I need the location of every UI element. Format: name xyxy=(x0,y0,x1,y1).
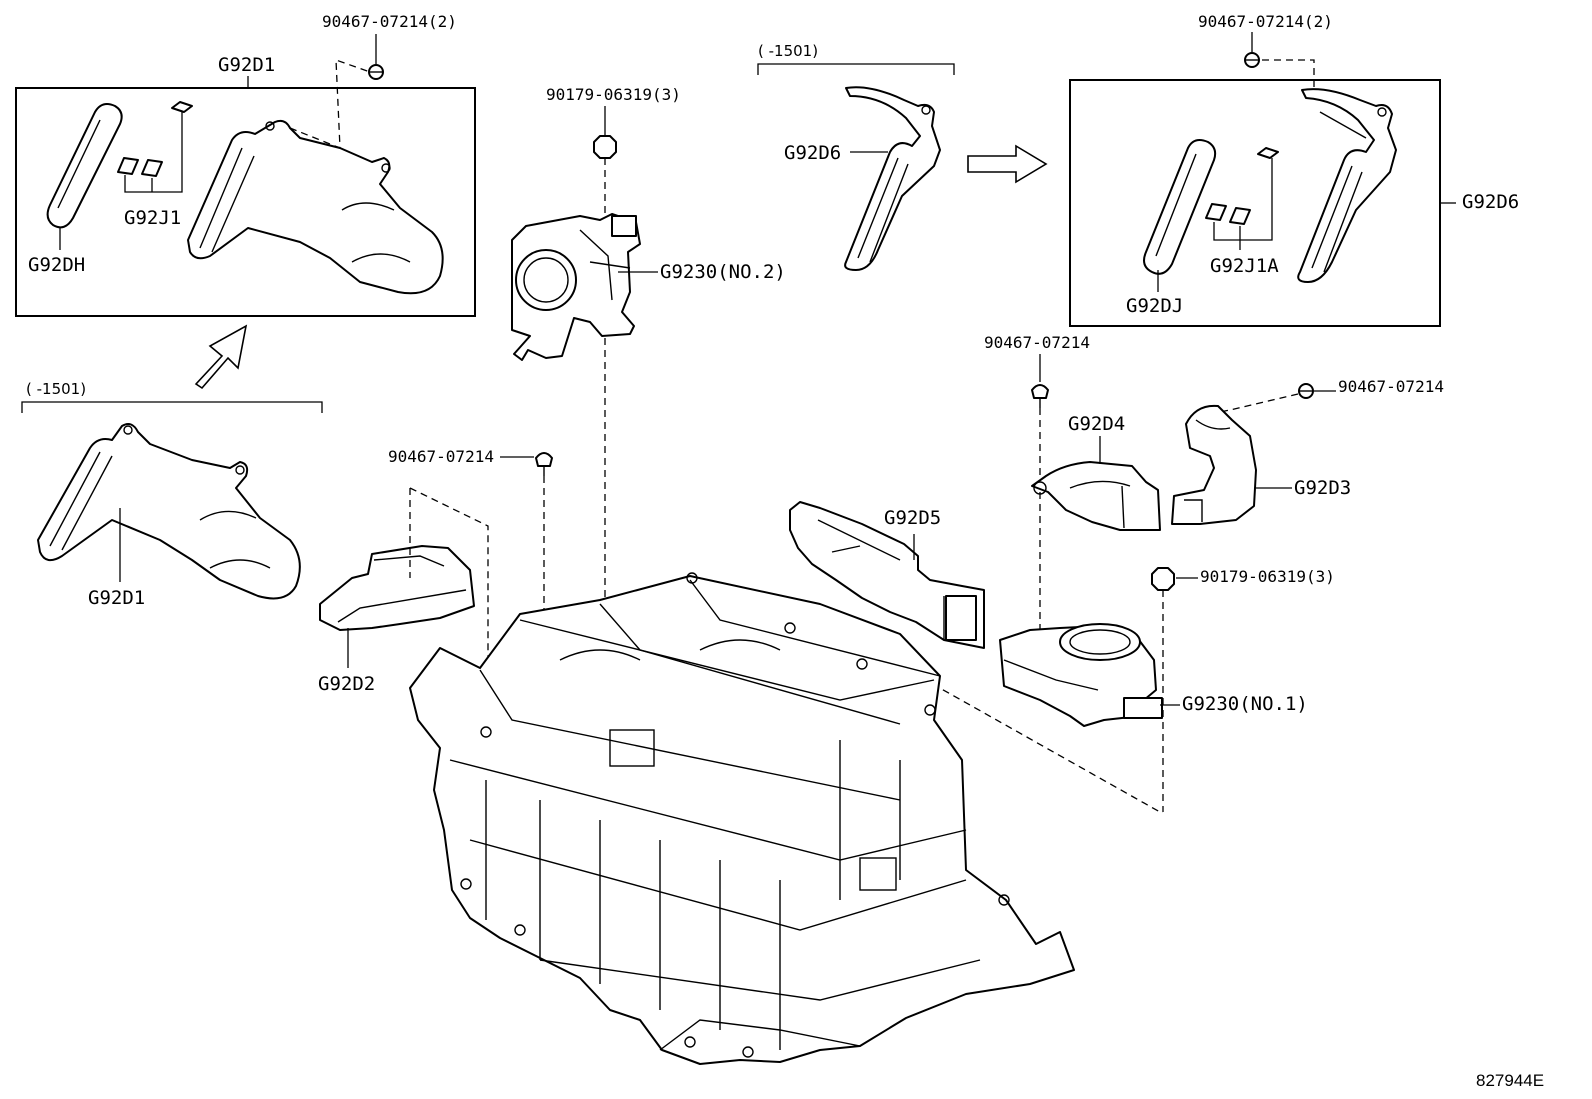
g92dh-pad-part xyxy=(46,103,123,229)
g9230-no1-blower-part xyxy=(999,623,1163,727)
label-range-top-center: ( -1501) xyxy=(758,42,818,60)
battery-frame-part xyxy=(409,572,1075,1065)
label-g92dh: G92DH xyxy=(28,254,85,276)
label-g92d6-right: G92D6 xyxy=(1462,191,1519,213)
arrow-up-icon xyxy=(194,324,248,390)
bolt-90467-mid-right-icon xyxy=(1031,384,1049,408)
g92d6-duct-part-left xyxy=(844,86,941,271)
label-g92d5: G92D5 xyxy=(884,507,941,529)
bolt-90467-top-right-icon xyxy=(1244,52,1260,68)
nut-90179-top-center-icon xyxy=(593,135,617,159)
label-nut-top-center: 90179-06319(3) xyxy=(546,85,681,104)
bolt-90467-far-right-icon xyxy=(1298,383,1314,399)
g92j1-tape-part xyxy=(117,101,193,193)
label-nut-right: 90179-06319(3) xyxy=(1200,567,1335,586)
g92d6-duct-part-right xyxy=(1297,88,1397,283)
label-g92d4: G92D4 xyxy=(1068,413,1125,435)
g92d1-detail-box xyxy=(15,87,476,317)
g92d5-duct-part xyxy=(789,501,985,649)
g92d4-duct-part xyxy=(1031,461,1161,531)
label-g9230-no1: G9230(NO.1) xyxy=(1182,693,1308,715)
label-bolt-top-left: 90467-07214(2) xyxy=(322,12,457,31)
bolt-90467-center-icon xyxy=(535,452,553,476)
arrow-right-icon xyxy=(967,144,1048,184)
g92d1-duct-part-boxed xyxy=(187,119,444,295)
label-g92j1a: G92J1A xyxy=(1210,255,1279,277)
label-g92d2: G92D2 xyxy=(318,673,375,695)
label-bolt-mid-right: 90467-07214 xyxy=(984,333,1090,352)
label-g92d1-lower: G92D1 xyxy=(88,587,145,609)
label-g92dj: G92DJ xyxy=(1126,295,1183,317)
label-range-left: ( -1501) xyxy=(26,380,86,398)
label-g92d3: G92D3 xyxy=(1294,477,1351,499)
bolt-90467-top-left-icon xyxy=(368,64,384,80)
label-bolt-far-right: 90467-07214 xyxy=(1338,377,1444,396)
g9230-no2-blower-part xyxy=(511,213,641,361)
label-g92j1: G92J1 xyxy=(124,207,181,229)
g92d1-duct-part-lower xyxy=(37,423,301,600)
label-g92d6-left: G92D6 xyxy=(784,142,841,164)
label-bolt-top-right: 90467-07214(2) xyxy=(1198,12,1333,31)
range-bracket-left xyxy=(21,401,323,413)
g92d2-duct-part xyxy=(319,545,475,631)
figure-id: 827944E xyxy=(1476,1071,1544,1090)
label-g9230-no2: G9230(NO.2) xyxy=(660,261,786,283)
g92j1a-tape-part xyxy=(1205,147,1279,250)
label-bolt-center: 90467-07214 xyxy=(388,447,494,466)
g92dj-pad-part xyxy=(1143,139,1217,275)
g92d3-duct-part xyxy=(1171,404,1257,525)
label-g92d1-box: G92D1 xyxy=(218,54,275,76)
range-bracket-top-center xyxy=(757,63,955,75)
nut-90179-right-icon xyxy=(1151,567,1175,591)
